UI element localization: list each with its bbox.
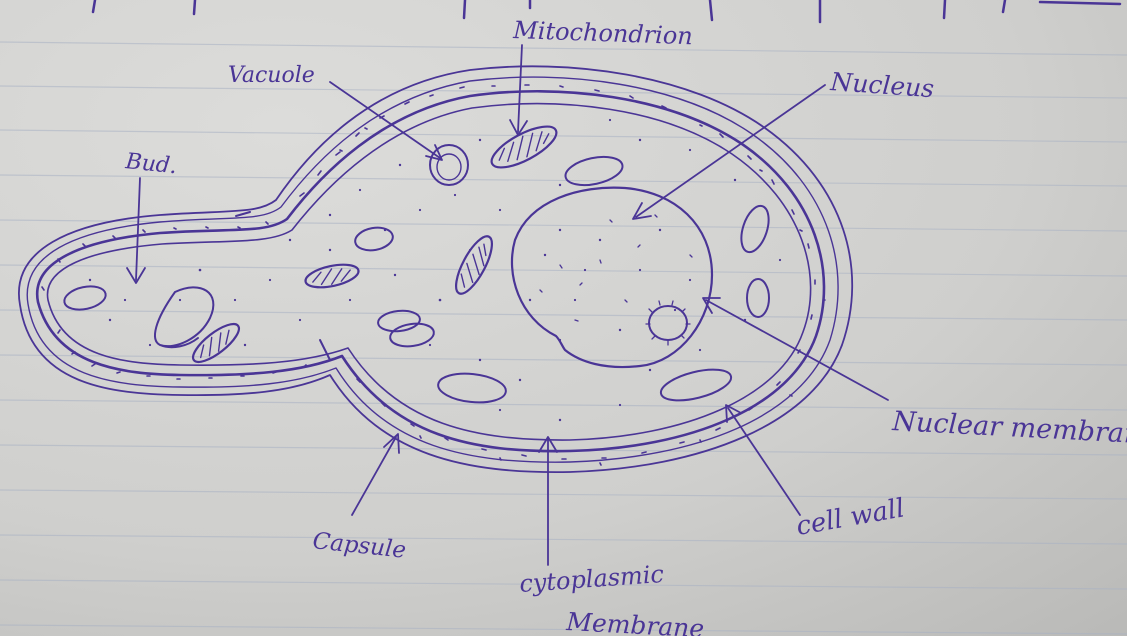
label-vacuole: Vacuole: [228, 63, 315, 88]
